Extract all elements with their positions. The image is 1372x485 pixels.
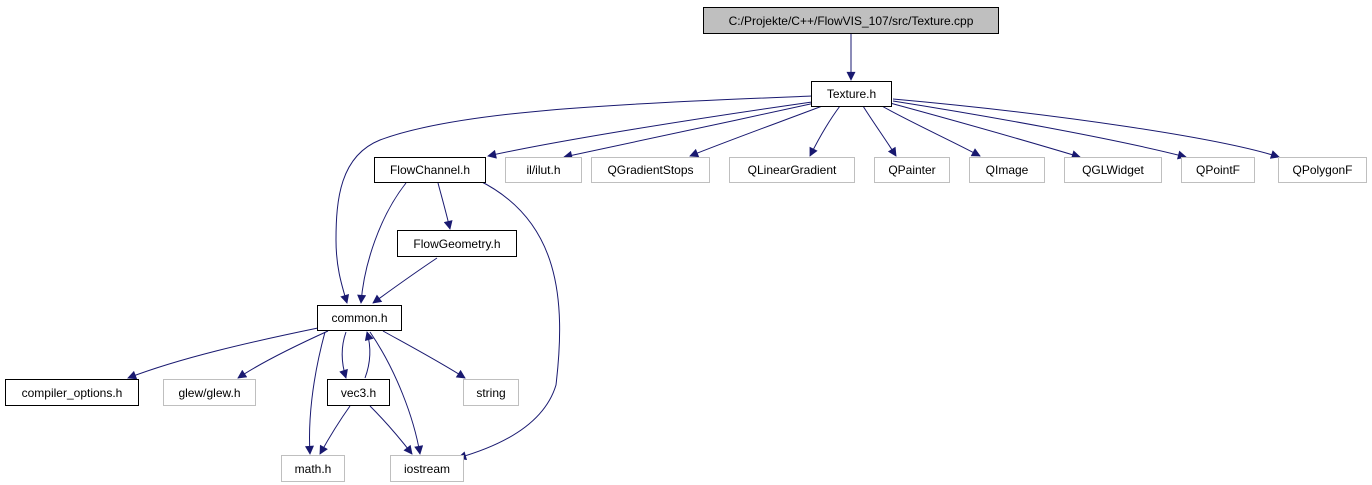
node-common-h[interactable]: common.h [317, 305, 402, 331]
edge-texture-h-to-qimage [879, 104, 981, 157]
node-glew-h: glew/glew.h [163, 379, 256, 406]
node-qglwidget: QGLWidget [1064, 157, 1162, 183]
edge-common-h-to-math-h [305, 331, 326, 455]
node-qpainter: QPainter [874, 157, 950, 183]
edge-common-h-to-iostream [369, 331, 424, 455]
node-flowgeometry-h[interactable]: FlowGeometry.h [397, 230, 517, 257]
edge-common-h-to-vec3-h [339, 331, 348, 379]
node-compiler-options-h[interactable]: compiler_options.h [5, 379, 139, 406]
edge-vec3-h-to-math-h [319, 405, 351, 455]
edge-texture-h-to-ilut-h [563, 102, 816, 160]
edge-texture-h-to-common-h [335, 95, 813, 304]
edge-flowchannel-h-to-flowgeometry-h [437, 182, 453, 230]
edge-flowchannel-h-to-iostream [457, 179, 561, 461]
edge-vec3-h-to-iostream [369, 405, 413, 455]
edge-common-h-to-glew-h [237, 330, 329, 379]
edge-common-h-to-string [382, 330, 466, 379]
edge-texture-h-to-flowchannel-h [487, 101, 813, 159]
edge-texture-h-to-qgradientstops [689, 104, 826, 158]
node-ilut-h: il/ilut.h [505, 157, 582, 183]
edge-texture-h-to-qglwidget [889, 102, 1081, 159]
edge-common-h-to-compiler-options-h [127, 327, 319, 380]
node-qpolygonf: QPolygonF [1278, 157, 1367, 183]
node-texture-h[interactable]: Texture.h [811, 81, 892, 107]
edge-flowgeometry-h-to-common-h [372, 257, 438, 304]
edge-texture-h-to-qlineargradient [809, 105, 841, 157]
edge-vec3-h-to-common-h [364, 331, 374, 379]
node-qlineargradient: QLinearGradient [729, 157, 855, 183]
edge-texture-h-to-qpainter [862, 105, 897, 157]
node-iostream: iostream [390, 455, 464, 482]
node-flowchannel-h[interactable]: FlowChannel.h [374, 157, 486, 183]
edge-texture-h-to-qpointf [892, 100, 1187, 160]
edge-texture-h-to-qpolygonf [892, 98, 1280, 159]
node-qimage: QImage [969, 157, 1045, 183]
node-texture-cpp: C:/Projekte/C++/FlowVIS_107/src/Texture.… [703, 7, 999, 34]
node-qgradientstops: QGradientStops [591, 157, 710, 183]
node-string: string [463, 379, 519, 406]
node-qpointf: QPointF [1181, 157, 1255, 183]
node-math-h: math.h [281, 455, 345, 482]
node-vec3-h[interactable]: vec3.h [327, 379, 390, 406]
edge-flowchannel-h-to-common-h [357, 182, 407, 304]
